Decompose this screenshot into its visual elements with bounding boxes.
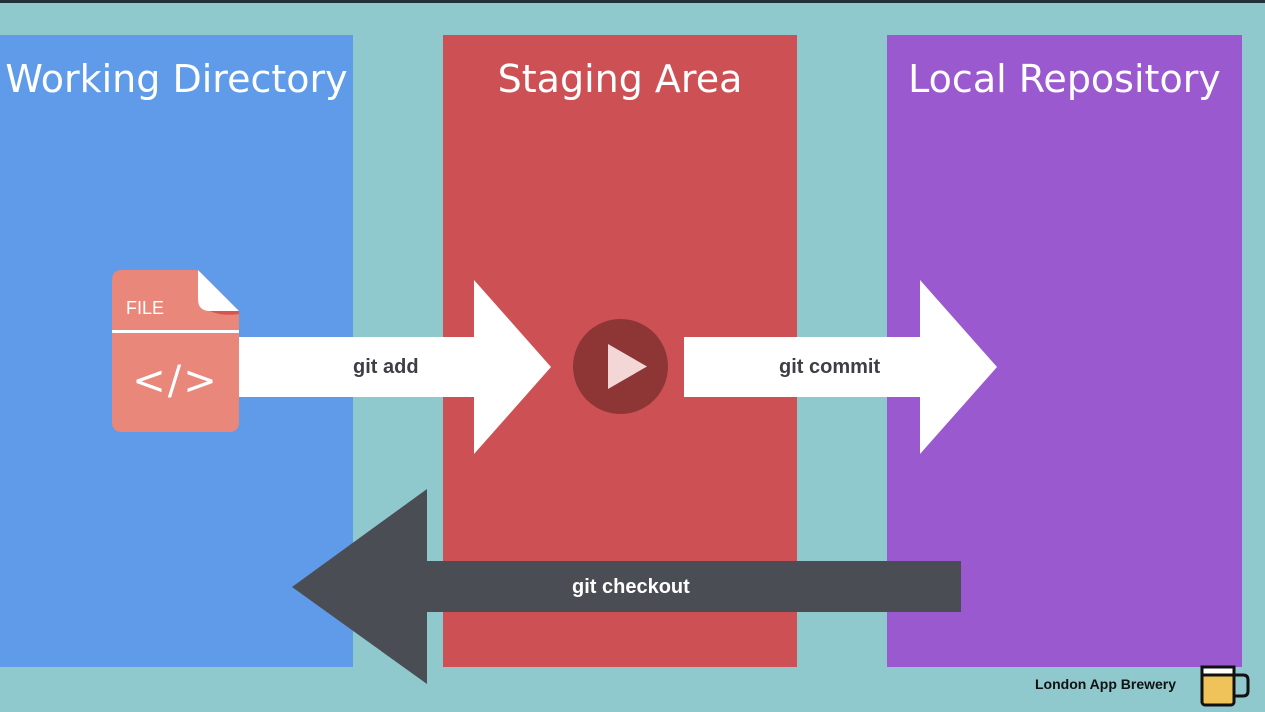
working-directory-title: Working Directory xyxy=(5,57,348,101)
git-checkout-arrow xyxy=(292,489,961,684)
beer-mug-logo-icon xyxy=(1199,663,1251,707)
top-bar xyxy=(0,0,1265,3)
git-add-arrow xyxy=(235,280,551,454)
local-repository-title: Local Repository xyxy=(908,57,1221,101)
brand-name: London App Brewery xyxy=(1035,676,1177,692)
play-button[interactable] xyxy=(573,319,668,414)
play-icon xyxy=(608,344,647,389)
staging-area-title: Staging Area xyxy=(497,57,743,101)
file-icon: FILE </> xyxy=(112,270,239,432)
file-label: FILE xyxy=(126,298,165,318)
git-add-label: git add xyxy=(353,356,419,378)
git-commit-label: git commit xyxy=(779,356,881,378)
git-commit-arrow xyxy=(684,280,997,454)
code-icon: </> xyxy=(132,358,219,404)
git-checkout-label: git checkout xyxy=(572,576,690,598)
